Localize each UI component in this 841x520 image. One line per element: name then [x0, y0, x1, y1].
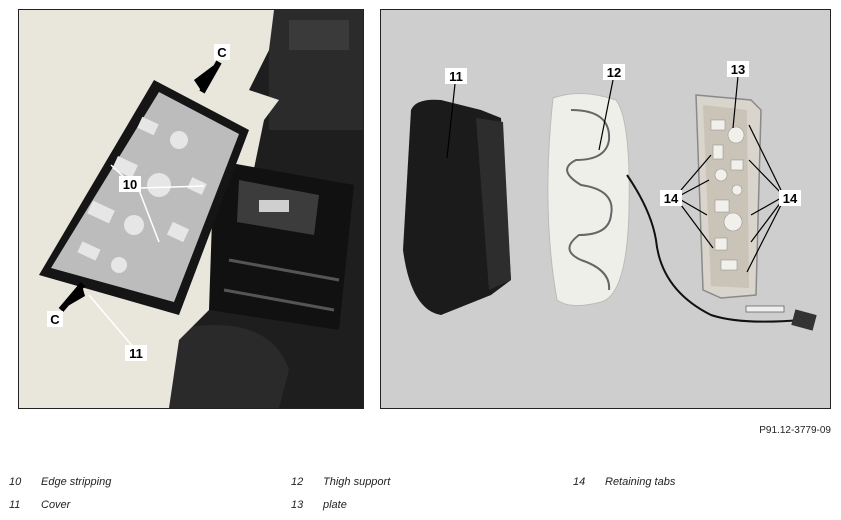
photo-panel-installed: C C 10 11: [18, 9, 364, 409]
callout-10: 10: [123, 177, 137, 192]
photo-panel-exploded: 11 12 13 14 14: [380, 9, 831, 409]
exploded-parts-illustration: 11 12 13 14 14: [381, 10, 830, 408]
callout-c-bottom: C: [50, 312, 60, 327]
legend-text: Edge stripping: [41, 476, 112, 488]
callout-14-right: 14: [783, 191, 798, 206]
legend-text: plate: [323, 499, 347, 511]
legend-item-11: 11 Cover: [9, 499, 269, 513]
legend-number: 10: [9, 476, 22, 488]
callout-11-right: 11: [449, 69, 463, 84]
legend-item-14: 14 Retaining tabs: [573, 476, 833, 490]
figure-reference: P91.12-3779-09: [759, 425, 831, 436]
installed-seat-illustration: C C 10 11: [19, 10, 363, 408]
legend-number: 13: [291, 499, 304, 511]
callout-12: 12: [607, 65, 621, 80]
legend-text: Cover: [41, 499, 71, 511]
legend-number: 14: [573, 476, 586, 488]
legend-item-10: 10 Edge stripping: [9, 476, 269, 490]
legend-item-12: 12 Thigh support: [291, 476, 551, 490]
callout-13: 13: [731, 62, 745, 77]
legend-text: Retaining tabs: [605, 476, 676, 488]
callout-11-left: 11: [129, 346, 143, 361]
legend-item-13: 13 plate: [291, 499, 551, 513]
callout-c-top: C: [217, 45, 227, 60]
legend-text: Thigh support: [323, 476, 391, 488]
legend-number: 12: [291, 476, 304, 488]
legend-number: 11: [9, 499, 21, 511]
callout-14-left: 14: [664, 191, 679, 206]
